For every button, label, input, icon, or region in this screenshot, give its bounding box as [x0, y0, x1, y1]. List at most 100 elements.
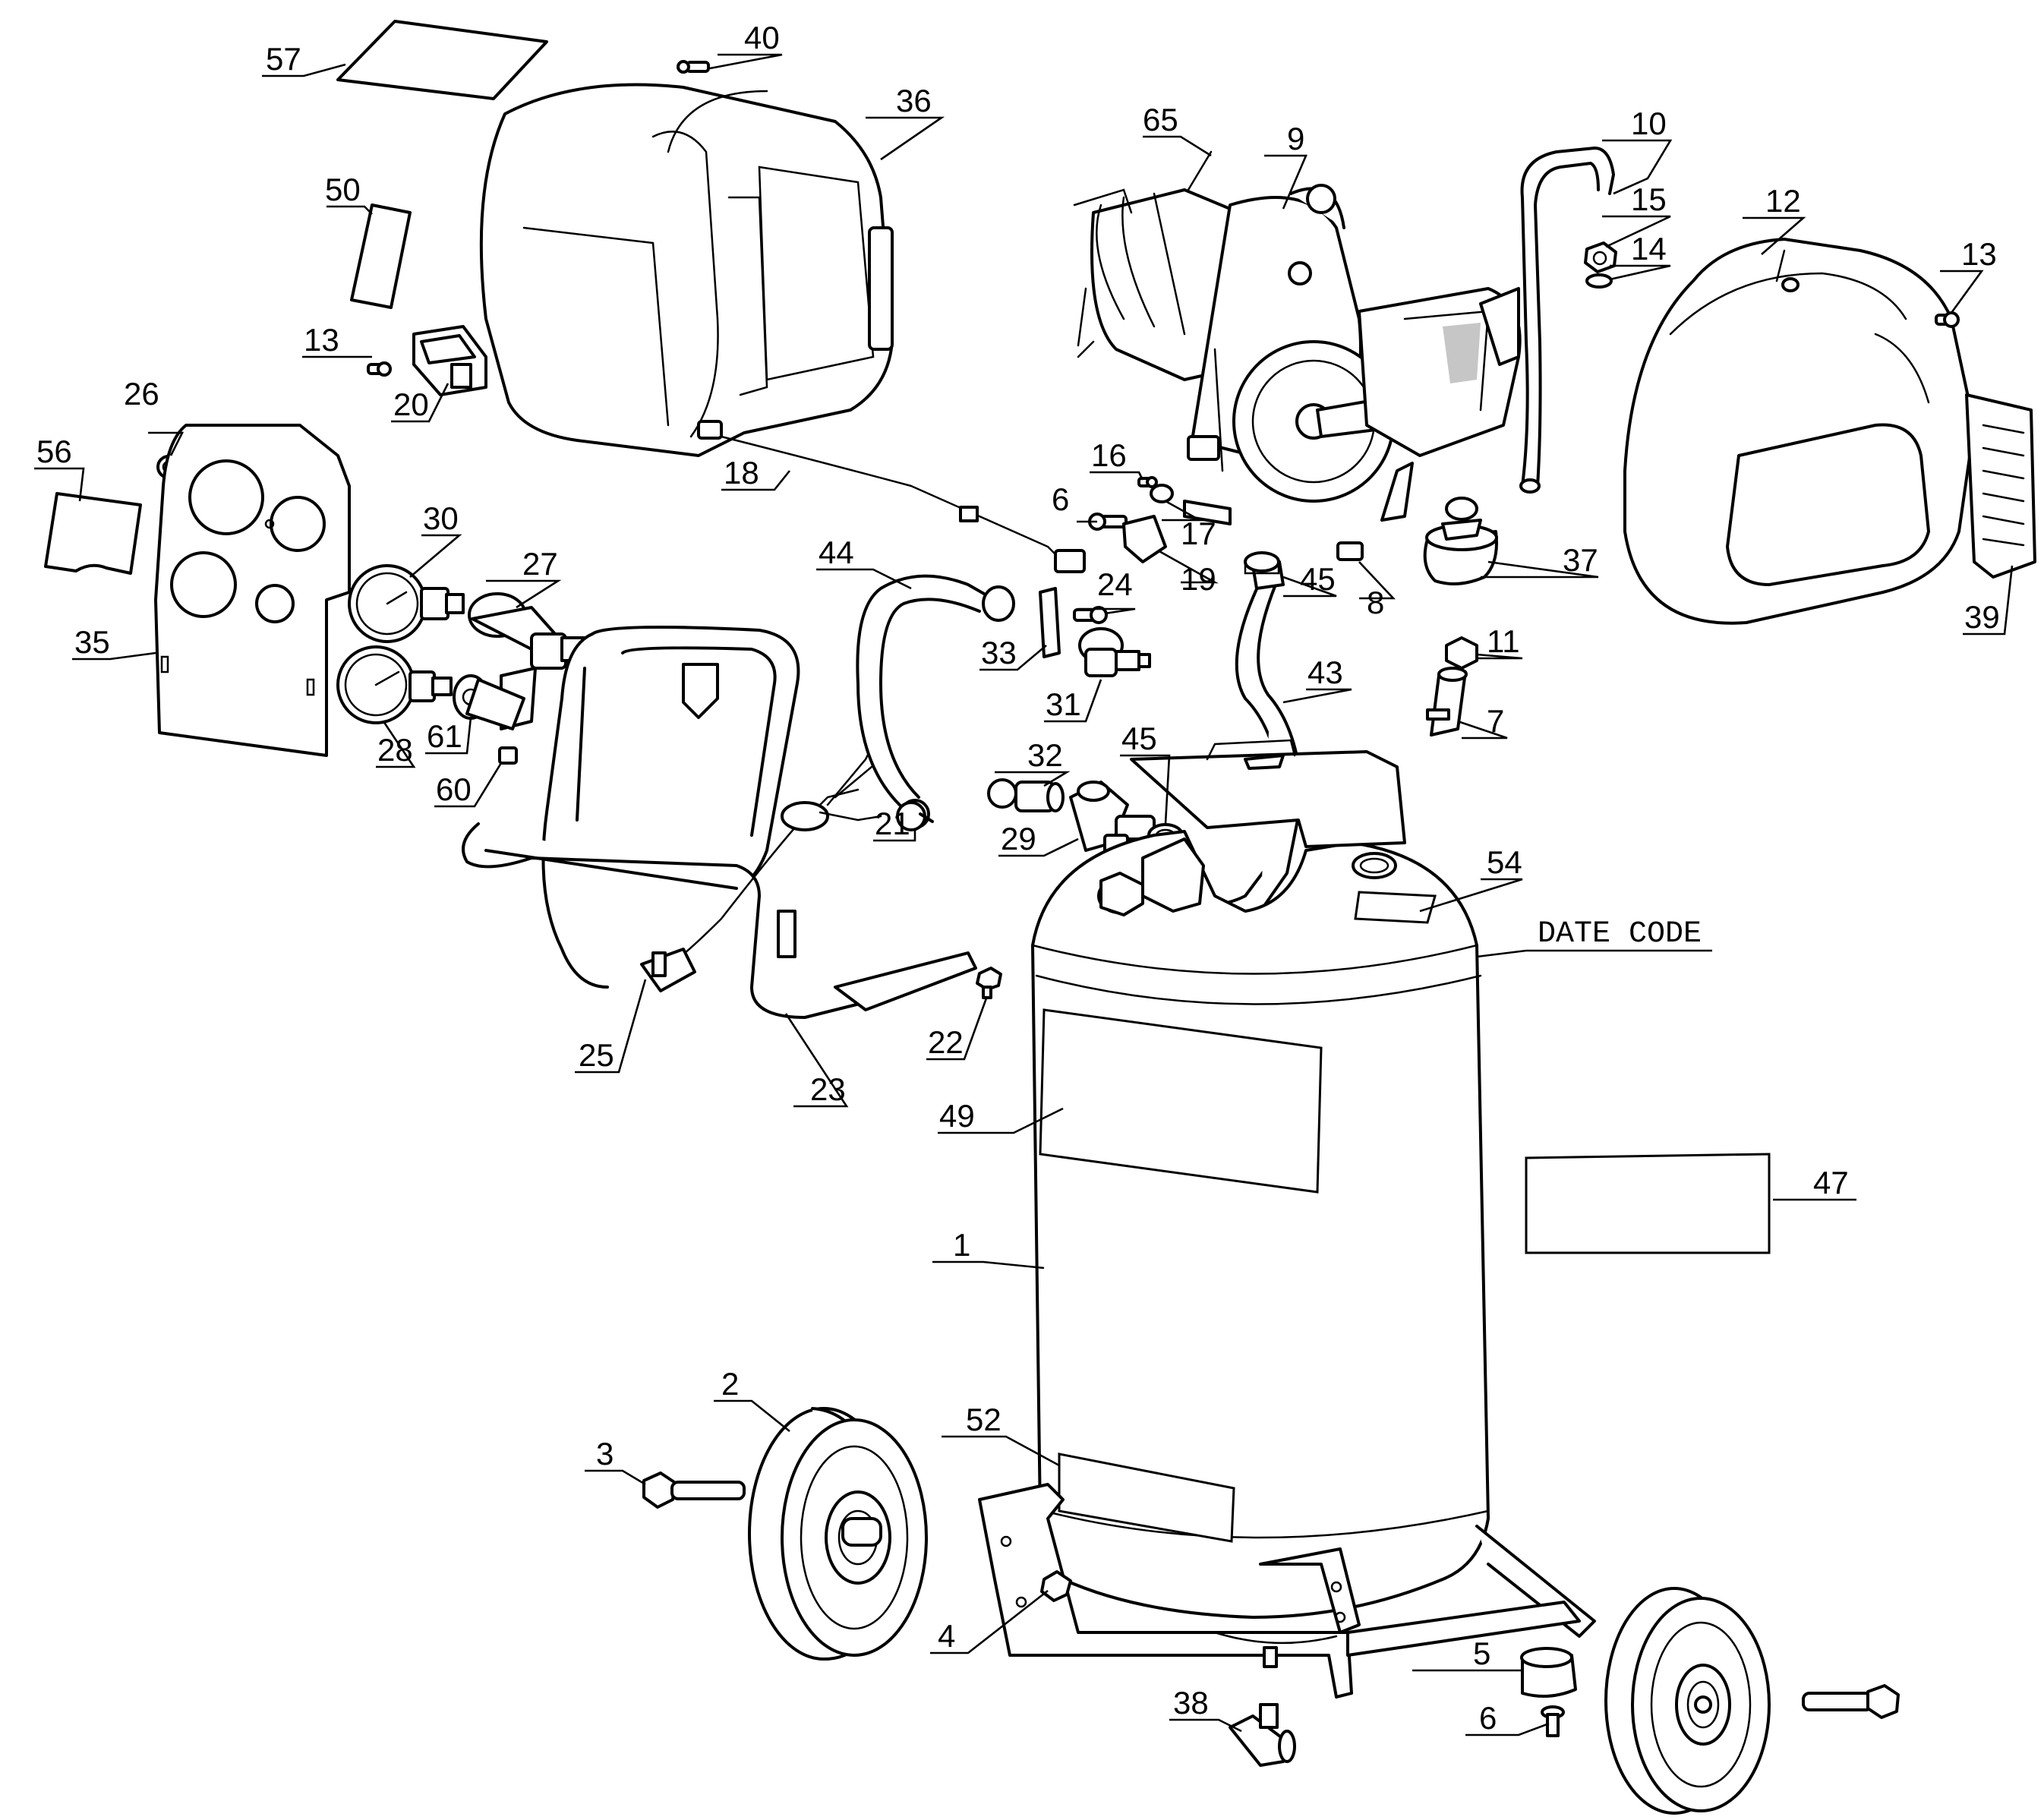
- callout-61: 61: [427, 718, 462, 754]
- part-3-axle-bolt: [642, 1471, 746, 1509]
- callout-52: 52: [966, 1402, 1001, 1437]
- callout-33: 33: [981, 635, 1017, 670]
- callout-5: 5: [1473, 1635, 1490, 1671]
- part-61-coupler: [453, 674, 525, 730]
- part-60-plug: [498, 746, 518, 765]
- part-38-drain-valve: [1229, 1703, 1296, 1767]
- callout-9: 9: [1287, 121, 1304, 156]
- part-13-screw-right: [1935, 311, 1960, 328]
- part-8-clip: [1336, 541, 1364, 561]
- callout-65: 65: [1143, 102, 1178, 137]
- part-40-screw: [677, 60, 710, 74]
- part-11-nut: [1445, 636, 1478, 670]
- callout-8: 8: [1367, 585, 1384, 620]
- callout-10: 10: [1631, 106, 1667, 141]
- part-18-cable: [697, 420, 1086, 573]
- callout-2: 2: [721, 1366, 739, 1402]
- callout-57: 57: [266, 41, 301, 77]
- callout-54: 54: [1487, 844, 1522, 880]
- callout-22: 22: [928, 1024, 964, 1060]
- part-12-cover: [1623, 238, 1976, 625]
- callout-14: 14: [1631, 231, 1667, 267]
- callout-27: 27: [522, 546, 558, 582]
- part-7-valve: [1426, 667, 1468, 737]
- callout-38: 38: [1173, 1685, 1209, 1721]
- part-25-power-cord: [640, 727, 890, 992]
- callout-17: 17: [1181, 516, 1216, 551]
- callout-40: 40: [744, 20, 780, 55]
- callout-21: 21: [875, 806, 910, 841]
- callout-23: 23: [810, 1071, 846, 1107]
- part-50-label: [350, 203, 412, 309]
- part-9-motor-pump: [1073, 184, 1522, 525]
- part-22-bolt: [976, 967, 1002, 999]
- callout-32: 32: [1027, 737, 1063, 773]
- callout-37: 37: [1563, 542, 1598, 578]
- callout-35: 35: [74, 624, 110, 660]
- part-47-label: [1525, 1153, 1771, 1254]
- callout-39: 39: [1964, 599, 2000, 635]
- part-15-nut: [1584, 241, 1617, 273]
- part-45-clamp-upper: [1244, 551, 1280, 575]
- part-5-rubber-foot: [1520, 1647, 1577, 1698]
- callout-49: 49: [939, 1098, 975, 1134]
- callout-50: 50: [325, 172, 361, 207]
- part-28-gauge: [336, 645, 453, 724]
- part-57-label: [336, 20, 548, 100]
- part-31-pressure-switch: [1078, 627, 1151, 677]
- part-37-filter: [1423, 497, 1498, 585]
- part-20-switch: [412, 325, 487, 396]
- callout-28: 28: [377, 732, 413, 768]
- callout-29: 29: [1001, 821, 1036, 856]
- callout-13-left: 13: [304, 322, 339, 358]
- part-14-o-ring: [1585, 273, 1613, 289]
- callout-24: 24: [1097, 566, 1133, 602]
- part-65-wire: [1077, 150, 1213, 358]
- callout-44: 44: [819, 535, 854, 570]
- callout-13-right: 13: [1961, 236, 1997, 272]
- callout-60: 60: [436, 771, 472, 807]
- part-44-hose: [856, 574, 1015, 829]
- part-39-grill: [1965, 393, 2036, 579]
- leader-lines: [34, 53, 2014, 1736]
- callout-11: 11: [1487, 623, 1520, 659]
- part-52-label: [1058, 1453, 1235, 1543]
- callout-1: 1: [953, 1227, 970, 1263]
- callout-36: 36: [896, 83, 932, 118]
- callout-43: 43: [1307, 655, 1343, 690]
- callout-6-lower: 6: [1479, 1700, 1497, 1736]
- part-19-clip: [1122, 515, 1167, 563]
- callout-16: 16: [1091, 437, 1127, 473]
- callout-15: 15: [1631, 181, 1667, 217]
- part-32-relief-valve: [987, 778, 1065, 812]
- callout-3: 3: [596, 1436, 614, 1471]
- part-13-screw-left: [367, 361, 392, 377]
- callout-19: 19: [1181, 561, 1216, 597]
- callout-45-upper: 45: [1300, 561, 1336, 597]
- part-2-wheel-right: [1604, 1587, 1771, 1815]
- part-49-label: [1039, 1008, 1323, 1194]
- part-23-handle: [462, 626, 977, 1019]
- part-30-gauge: [348, 564, 465, 643]
- part-6-screw-lower: [1541, 1705, 1565, 1737]
- callout-6-upper: 6: [1052, 481, 1069, 517]
- callout-labels: 57 40 36 65 9 10 15 14 12 13 50 13 20 26…: [36, 20, 2000, 1736]
- part-35-panel: [154, 424, 351, 757]
- callout-18: 18: [724, 455, 759, 490]
- callout-7: 7: [1487, 703, 1504, 739]
- callout-20: 20: [393, 386, 429, 422]
- callout-45-lower: 45: [1121, 721, 1157, 756]
- part-21-clamp: [896, 801, 934, 831]
- callout-31: 31: [1046, 686, 1081, 722]
- part-10-tube: [1519, 147, 1615, 494]
- part-17-washer: [1150, 484, 1174, 503]
- part-axle-bolt-right: [1802, 1684, 1900, 1719]
- callout-47: 47: [1813, 1165, 1849, 1200]
- date-code-label: DATE CODE: [1538, 917, 1702, 951]
- part-2-wheel-left: [748, 1407, 928, 1661]
- callout-30: 30: [423, 500, 459, 536]
- part-36-shroud: [479, 83, 894, 457]
- part-56-label: [44, 492, 142, 575]
